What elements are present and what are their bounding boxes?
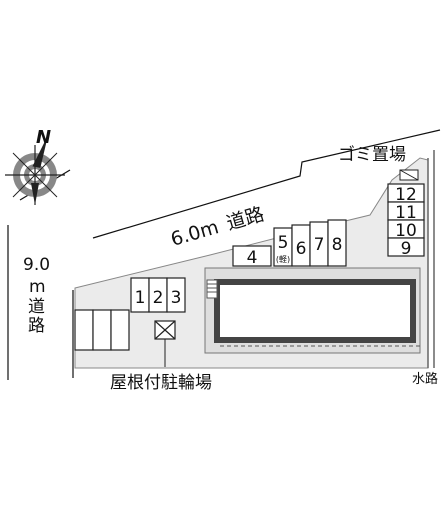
svg-text:道路: 道路 — [224, 203, 267, 235]
parking-space-4-box — [232, 245, 272, 267]
parking-space-7: 7 — [314, 235, 325, 255]
side-road-name-2: 路 — [28, 316, 45, 336]
parking-space-5: 5 — [278, 233, 289, 253]
parking-space-3: 3 — [171, 288, 182, 308]
parking-space-8: 8 — [332, 235, 343, 255]
main-road-label: 6.0m 道路 — [168, 203, 266, 251]
svg-text:6.0m: 6.0m — [168, 216, 221, 251]
bicycle-parking-stalls — [74, 309, 130, 351]
x-marker-icon — [154, 320, 176, 340]
parking-space-10: 10 — [395, 221, 417, 241]
parking-middle-group — [273, 219, 347, 267]
parking-right-column — [387, 183, 425, 257]
waterway-label: 水路 — [412, 371, 438, 387]
parking-space-11: 11 — [395, 203, 417, 223]
main-road-edge-lower — [92, 129, 441, 239]
parking-space-9: 9 — [401, 239, 412, 259]
parking-space-5-note: (軽) — [276, 255, 290, 264]
side-road-name-1: 道 — [28, 297, 45, 317]
compass-north-label: N — [36, 127, 51, 148]
parking-space-2: 2 — [153, 288, 164, 308]
bicycle-parking-label: 屋根付駐輪場 — [110, 373, 212, 393]
parking-space-6: 6 — [296, 239, 307, 259]
side-road-unit: m — [29, 277, 46, 297]
building — [214, 279, 416, 343]
parking-space-12: 12 — [395, 185, 417, 205]
compass-icon — [5, 134, 65, 205]
garbage-label: ゴミ置場 — [338, 144, 406, 165]
parking-left-group — [130, 277, 186, 313]
side-road-width: 9.0 — [23, 255, 50, 275]
parking-space-4: 4 — [247, 248, 258, 268]
garbage-box — [399, 169, 419, 181]
parking-space-1: 1 — [135, 288, 146, 308]
stairs — [206, 279, 218, 299]
